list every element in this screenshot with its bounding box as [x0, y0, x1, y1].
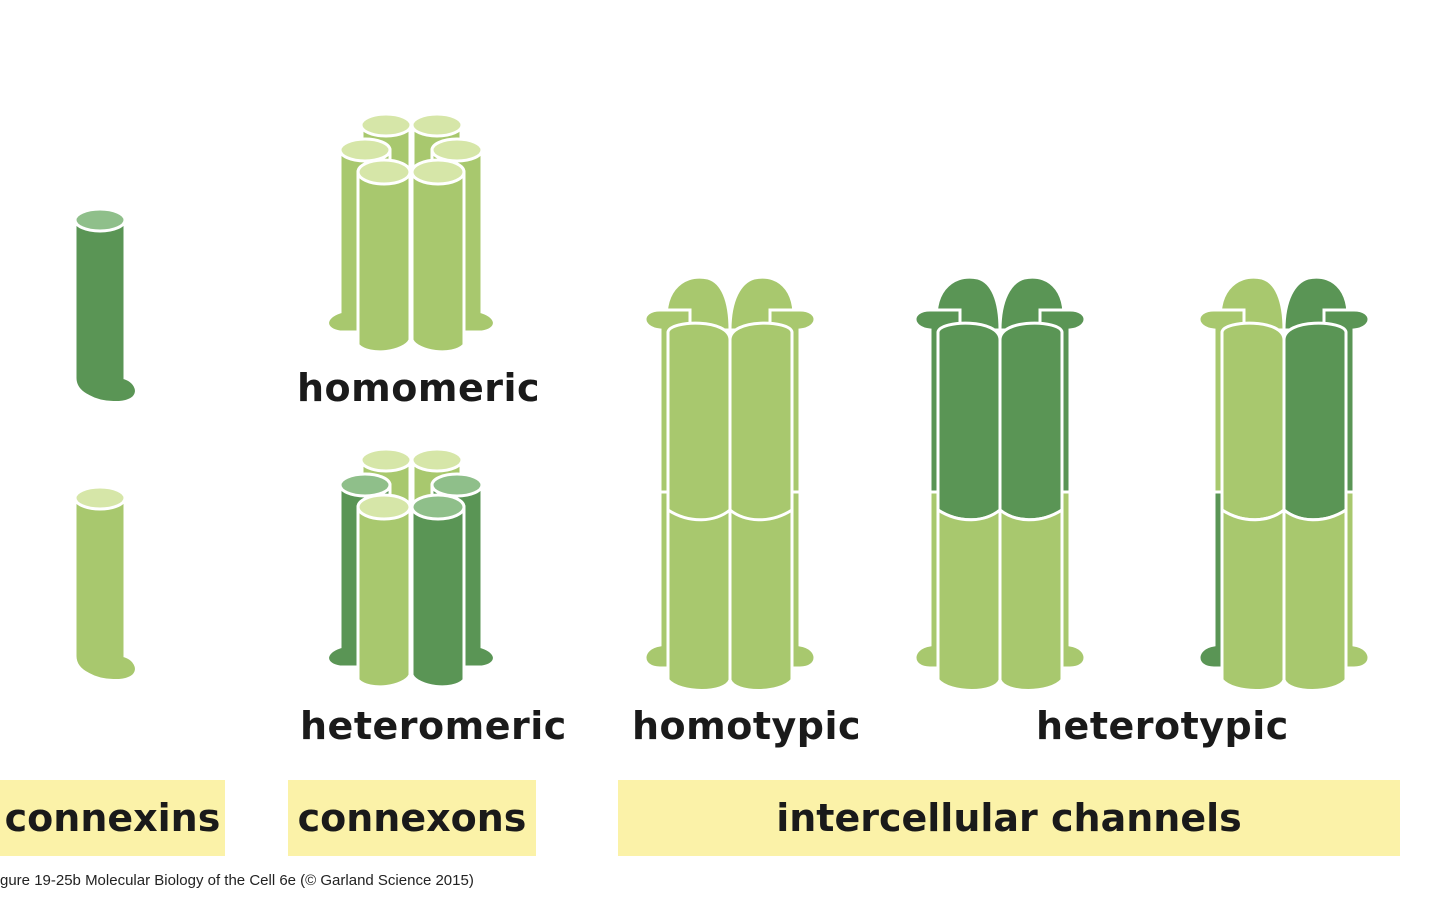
connexon-homomeric [326, 112, 496, 354]
channel-heterotypic-1 [913, 275, 1087, 692]
label-homotypic: homotypic [632, 704, 862, 748]
label-heterotypic: heterotypic [1036, 704, 1289, 748]
figure-caption: gure 19-25b Molecular Biology of the Cel… [0, 872, 474, 889]
connexin-light [73, 485, 138, 682]
category-connexons: connexons [288, 780, 536, 856]
category-connexins: connexins [0, 780, 225, 856]
category-intercellular-channels: intercellular channels [618, 780, 1400, 856]
channel-homotypic [643, 275, 817, 692]
connexin-dark [73, 207, 138, 404]
channel-heterotypic-2 [1197, 275, 1371, 692]
label-heteromeric: heteromeric [300, 704, 567, 748]
label-homomeric: homomeric [297, 366, 541, 410]
connexon-heteromeric [326, 447, 496, 689]
